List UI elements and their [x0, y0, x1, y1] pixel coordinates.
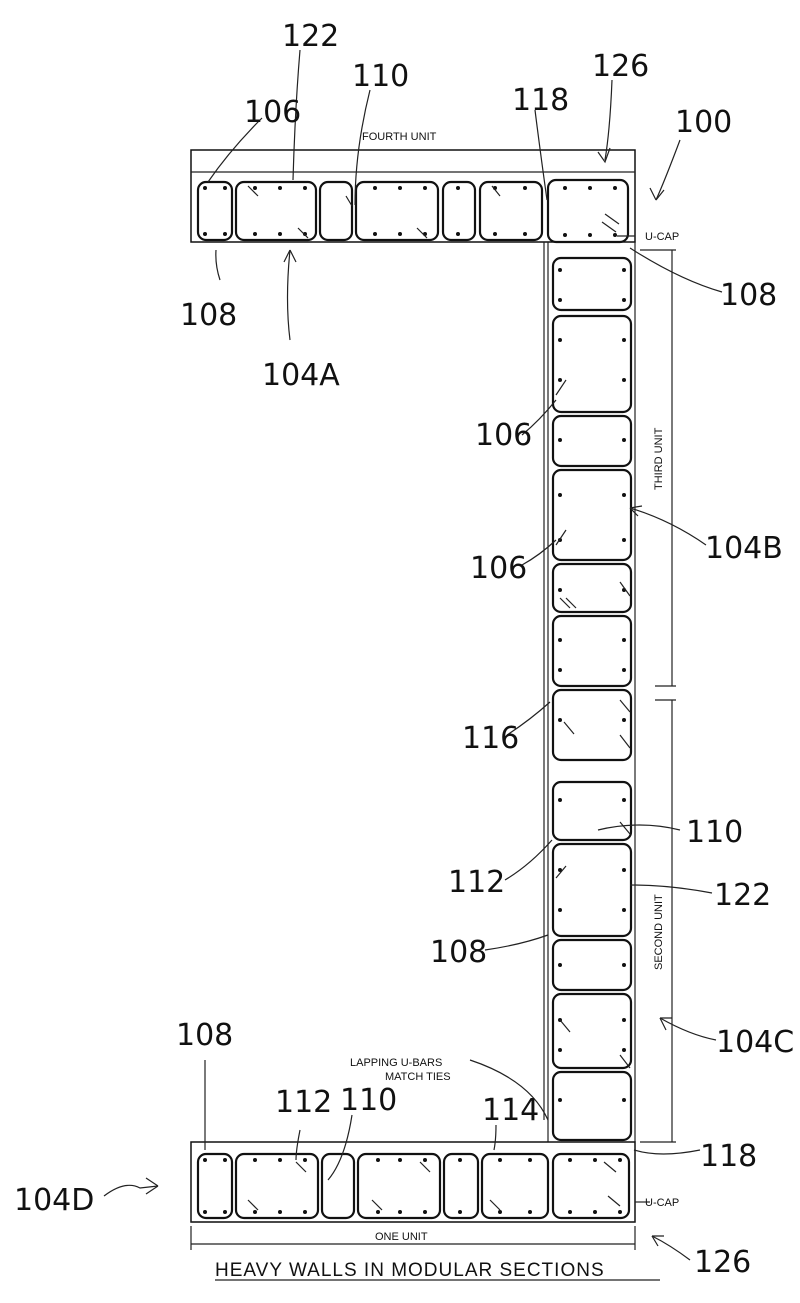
- right-cell-6: [551, 614, 633, 688]
- ref-126-top: 126: [592, 49, 649, 84]
- bottom-cell-2: [234, 1152, 320, 1220]
- ref-114: 114: [482, 1093, 539, 1128]
- leader-lines: [103, 49, 723, 1261]
- ref-112-bottom: 112: [275, 1085, 332, 1120]
- bottom-cell-7: [551, 1152, 631, 1220]
- lapping-note-line2: MATCH TIES: [385, 1071, 451, 1083]
- top-cell-1: [196, 180, 234, 242]
- lapping-note-line1: LAPPING U-BARS: [350, 1057, 442, 1069]
- ref-122-top: 122: [282, 19, 339, 54]
- ref-106-mid2: 106: [470, 551, 527, 586]
- ref-106-top: 106: [244, 95, 301, 130]
- right-cell-3: [551, 414, 633, 468]
- bottom-cell-1: [196, 1152, 234, 1220]
- top-cell-6: [478, 180, 544, 242]
- ref-116: 116: [462, 721, 519, 756]
- bottom-tie-hooks: [247, 1161, 621, 1211]
- ref-110-right: 110: [686, 815, 743, 850]
- ref-118-bottom: 118: [700, 1139, 757, 1174]
- ref-126-bottom: 126: [694, 1245, 751, 1280]
- unit-dimension-brackets: [640, 249, 676, 1143]
- right-tie-hooks: [555, 379, 631, 1069]
- right-cell-11: [551, 992, 633, 1070]
- bottom-cell-3: [320, 1152, 356, 1220]
- ref-118-top: 118: [512, 83, 569, 118]
- right-wall-section: [543, 242, 676, 1143]
- ref-110-bottom: 110: [340, 1083, 397, 1118]
- top-cell-2: [234, 180, 318, 242]
- one-unit-label: ONE UNIT: [375, 1231, 428, 1243]
- right-cell-12: [551, 1070, 633, 1142]
- right-cell-5: [551, 562, 633, 614]
- bottom-wall-section: [190, 1141, 660, 1281]
- top-cell-4: [354, 180, 440, 242]
- ref-110-top: 110: [352, 59, 409, 94]
- ref-104c: 104C: [716, 1025, 794, 1060]
- ref-106-mid1: 106: [475, 418, 532, 453]
- second-unit-label: SECOND UNIT: [653, 894, 665, 970]
- top-wall-section: [190, 149, 636, 244]
- top-cell-5: [441, 180, 477, 242]
- right-cell-10: [551, 938, 633, 992]
- right-cell-2: [551, 314, 633, 414]
- ref-112-mid: 112: [448, 865, 505, 900]
- right-cell-8: [551, 780, 633, 842]
- ref-108-mid: 108: [430, 935, 487, 970]
- bottom-cell-5: [442, 1152, 480, 1220]
- u-cap-top-label: U-CAP: [645, 231, 679, 243]
- top-cell-7: [546, 178, 630, 244]
- ref-108-right: 108: [720, 278, 777, 313]
- ref-104a: 104A: [262, 358, 340, 393]
- bottom-cell-6: [480, 1152, 550, 1220]
- ref-104b: 104B: [705, 531, 783, 566]
- fourth-unit-label: FOURTH UNIT: [362, 131, 437, 143]
- right-cell-4: [551, 468, 633, 562]
- figure-title: HEAVY WALLS IN MODULAR SECTIONS: [215, 1260, 605, 1281]
- ref-100: 100: [675, 105, 732, 140]
- u-cap-bottom-label: U-CAP: [645, 1197, 679, 1209]
- ref-122-right: 122: [714, 878, 771, 913]
- top-rebar-dots: [203, 186, 617, 237]
- right-cell-7: [551, 688, 633, 762]
- bottom-cell-4: [356, 1152, 442, 1220]
- right-cell-9: [551, 842, 633, 938]
- top-tie-hooks: [247, 185, 620, 239]
- ref-104d: 104D: [14, 1183, 94, 1218]
- third-unit-label: THIRD UNIT: [653, 427, 665, 490]
- ref-108-left: 108: [180, 298, 237, 333]
- ref-108-bottom: 108: [176, 1018, 233, 1053]
- top-cell-3: [318, 180, 354, 242]
- right-cell-1: [551, 256, 633, 312]
- top-wall-outline: [190, 149, 636, 243]
- bottom-rebar-dots: [203, 1158, 622, 1214]
